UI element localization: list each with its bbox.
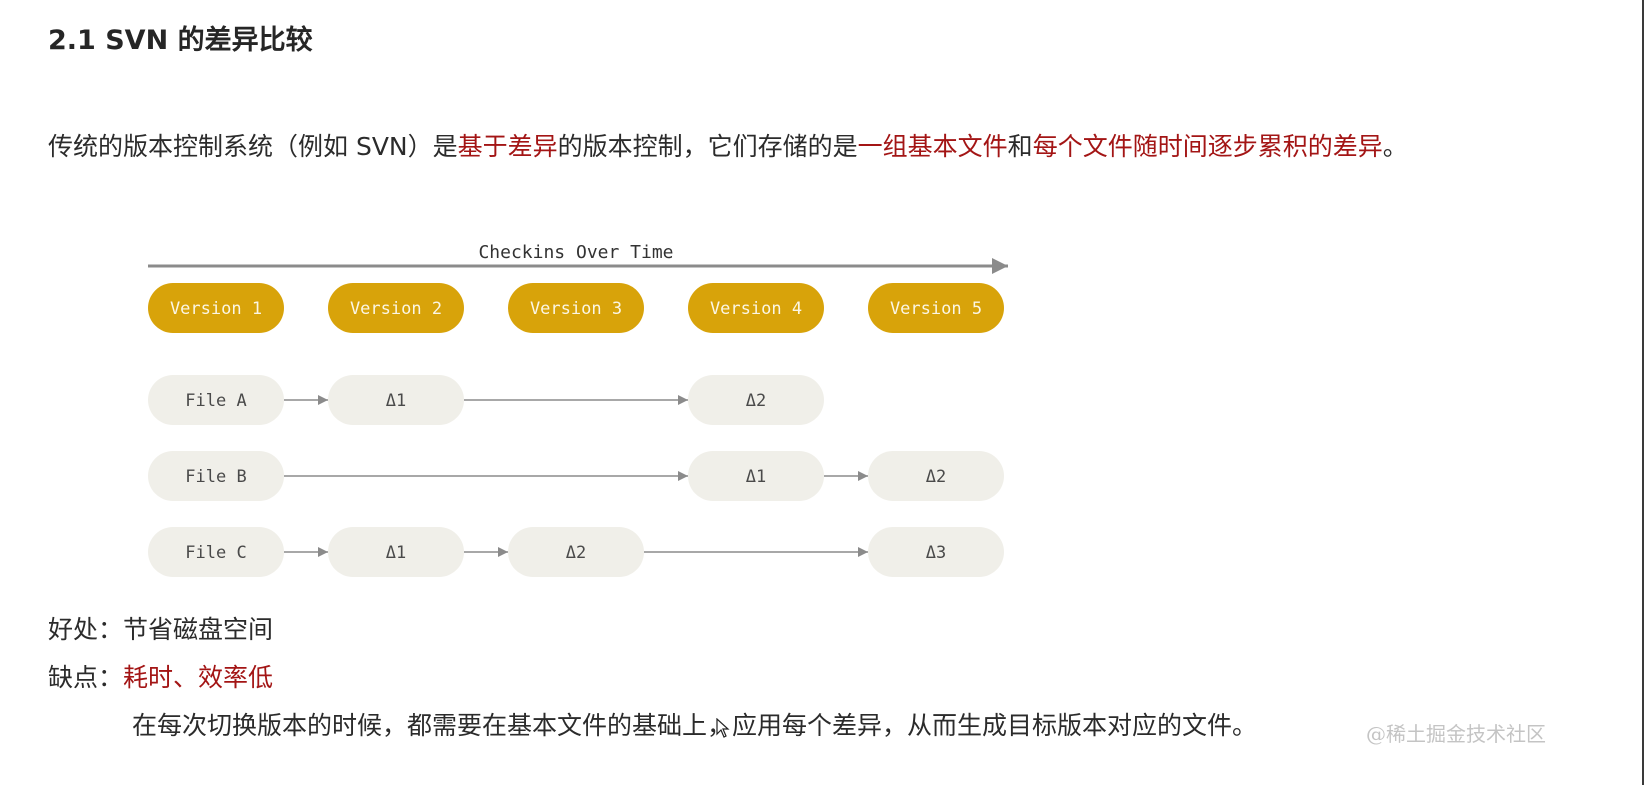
delta-node-pill (688, 451, 824, 501)
section-heading: 2.1 SVN 的差异比较 (48, 25, 313, 56)
delta-node: Δ3 (868, 527, 1004, 577)
version-node: Version 5 (868, 283, 1004, 333)
delta-node-pill (868, 451, 1004, 501)
version-label: Version 3 (530, 299, 622, 319)
intro-paragraph: 传统的版本控制系统（例如 SVN）是基于差异的版本控制，它们存储的是一组基本文件… (48, 122, 1428, 172)
version-label: Version 2 (350, 299, 442, 319)
delta-node-label: Δ1 (386, 391, 406, 411)
file-row: File A Δ1 Δ2 (148, 375, 824, 425)
file-node-pill (148, 451, 284, 501)
version-pill (328, 283, 464, 333)
cons-label: 缺点： (48, 663, 124, 692)
delta-node: Δ1 (328, 375, 464, 425)
file-node-pill (148, 375, 284, 425)
para-text-3: 和 (1007, 132, 1033, 161)
version-node: Version 3 (508, 283, 644, 333)
delta-node-label: Δ3 (926, 543, 946, 563)
pros-line: 好处：节省磁盘空间 (48, 608, 273, 652)
version-pill (868, 283, 1004, 333)
delta-node-label: Δ2 (566, 543, 586, 563)
para-text-4: 。 (1382, 132, 1408, 161)
version-pill (148, 283, 284, 333)
file-row: File B Δ1 Δ2 (148, 451, 1004, 501)
version-label: Version 5 (890, 299, 982, 319)
cons-text: 耗时、效率低 (123, 663, 274, 692)
file-node-label: File C (185, 543, 246, 563)
delta-node-pill (508, 527, 644, 577)
file-node: File B (148, 451, 284, 501)
file-node: File A (148, 375, 284, 425)
version-pill (508, 283, 644, 333)
file-row: File C Δ1 Δ2 Δ3 (148, 527, 1004, 577)
cons-line: 缺点：耗时、效率低 (48, 656, 273, 700)
delta-node-label: Δ2 (926, 467, 946, 487)
para-highlight-base-files: 一组基本文件 (857, 132, 1008, 161)
version-pill (688, 283, 824, 333)
delta-node-pill (688, 375, 824, 425)
delta-node: Δ2 (688, 375, 824, 425)
delta-node: Δ2 (508, 527, 644, 577)
delta-node-pill (328, 375, 464, 425)
delta-node-pill (868, 527, 1004, 577)
timeline-title: Checkins Over Time (478, 242, 673, 263)
delta-node-label: Δ2 (746, 391, 766, 411)
para-highlight-diff-based: 基于差异 (457, 132, 558, 161)
version-label: Version 4 (710, 299, 802, 319)
file-node-pill (148, 527, 284, 577)
detail-explanation: 在每次切换版本的时候，都需要在基本文件的基础上，应用每个差异，从而生成目标版本对… (132, 711, 1258, 740)
version-node: Version 4 (688, 283, 824, 333)
version-node: Version 1 (148, 283, 284, 333)
delta-node: Δ1 (328, 527, 464, 577)
para-text-1: 传统的版本控制系统（例如 SVN）是 (48, 132, 458, 161)
para-text-2: 的版本控制，它们存储的是 (557, 132, 858, 161)
watermark: @稀土掘金技术社区 (1366, 722, 1546, 746)
file-node: File C (148, 527, 284, 577)
delta-node-label: Δ1 (746, 467, 766, 487)
delta-node: Δ2 (868, 451, 1004, 501)
version-row: Version 1 Version 2 Version 3 Version 4 Vers… (148, 283, 1004, 333)
file-node-label: File A (185, 391, 246, 411)
pros-label: 好处： (48, 615, 124, 644)
version-label: Version 1 (170, 299, 262, 319)
right-edge-divider (1642, 0, 1644, 785)
delta-node: Δ1 (688, 451, 824, 501)
mouse-cursor-icon (716, 718, 730, 738)
delta-node-label: Δ1 (386, 543, 406, 563)
pros-text: 节省磁盘空间 (123, 615, 274, 644)
version-node: Version 2 (328, 283, 464, 333)
file-node-label: File B (185, 467, 246, 487)
delta-node-pill (328, 527, 464, 577)
para-highlight-accumulated-diffs: 每个文件随时间逐步累积的差异 (1032, 132, 1383, 161)
